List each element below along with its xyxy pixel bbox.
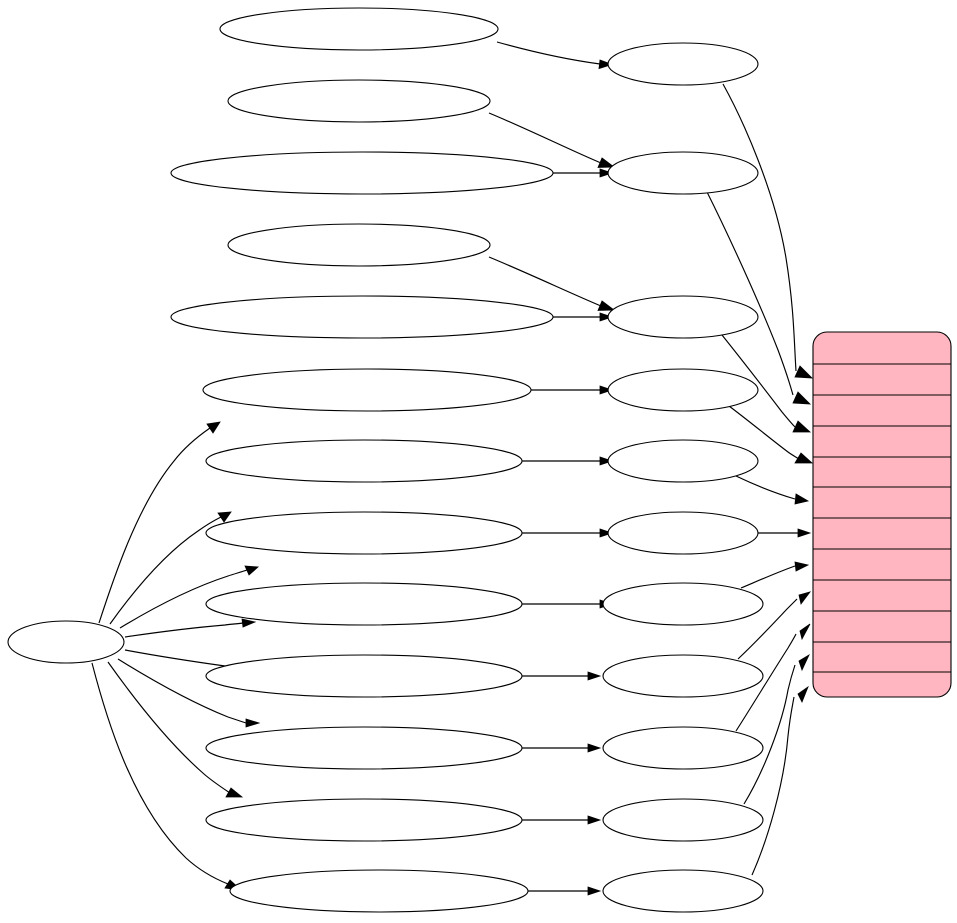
edge-polygon-to-z14 xyxy=(528,886,602,896)
node-osm_landcover_polygon_gen2[interactable] xyxy=(205,726,523,770)
edge-z0-to-row-z0z1 xyxy=(722,83,814,379)
node-osm_landcover_polygon_gen1[interactable] xyxy=(205,798,523,842)
edge-z11-to-row-z11 xyxy=(737,591,812,660)
edge-z9-to-row-z9 xyxy=(757,528,812,538)
edge-imposm3-to-gen6 xyxy=(109,511,232,625)
node-landcover_z0[interactable] xyxy=(607,42,759,86)
edge-ne10ant-to-z5 xyxy=(553,312,614,322)
edge-gen6-to-z8 xyxy=(522,456,614,466)
edge-ne50glac-to-z2 xyxy=(488,112,616,168)
node-ne_50m_antarctic_ice_shelves_polys[interactable] xyxy=(170,151,554,195)
edge-z14-to-row-z14plus xyxy=(751,685,809,876)
edge-z8-to-row-z8 xyxy=(735,475,810,505)
node-osm_landcover_polygon_gen4[interactable] xyxy=(205,582,523,626)
node-landcover_z7[interactable] xyxy=(607,368,759,412)
node-ne_50m_glaciated_areas[interactable] xyxy=(227,79,491,123)
edge-ne10glac-to-z5 xyxy=(488,256,616,311)
node-landcover_z8[interactable] xyxy=(607,439,759,483)
edge-z2-to-row-z2z4 xyxy=(706,191,812,405)
edge-ne50ant-to-z2 xyxy=(553,168,614,178)
edge-gen3-to-z11 xyxy=(522,671,602,681)
edge-gen4-to-z10 xyxy=(522,599,614,609)
edge-z5-to-row-z5z6 xyxy=(721,334,812,433)
node-landcover_z13[interactable] xyxy=(602,798,764,842)
edge-ne110-to-z0 xyxy=(496,41,614,70)
node-osm_landcover_polygon_gen6[interactable] xyxy=(205,439,523,483)
node-ne_10m_glaciated_areas[interactable] xyxy=(227,223,491,267)
edge-gen2-to-z12 xyxy=(522,743,602,753)
edge-z7-to-row-z7 xyxy=(728,405,814,464)
edge-imposm3-to-polygon xyxy=(91,662,243,891)
node-landcover_z9[interactable] xyxy=(607,511,759,555)
node-landcover_z5[interactable] xyxy=(607,295,759,339)
node-landcover_z2[interactable] xyxy=(607,151,759,195)
edge-imposm3-to-gen2 xyxy=(117,658,261,728)
node-ne_10m_antarctic_ice_shelves_polys[interactable] xyxy=(170,295,554,339)
node-ne_110m_glaciated_areas[interactable] xyxy=(219,7,499,51)
node-osm_landcover_polygon[interactable] xyxy=(229,869,529,913)
edge-gen1-to-z13 xyxy=(522,815,602,825)
edge-gen7-to-z7 xyxy=(531,385,614,395)
node-osm_landcover_polygon_gen7[interactable] xyxy=(202,368,532,412)
edge-z10-to-row-z10 xyxy=(740,561,810,589)
edge-imposm3-to-gen7 xyxy=(98,421,221,624)
edge-z13-to-row-z13 xyxy=(743,653,810,805)
node-landcover_z14[interactable] xyxy=(602,869,764,913)
node-imposm3[interactable] xyxy=(7,620,125,664)
edge-layer xyxy=(91,41,814,896)
node-osm_landcover_polygon_gen5[interactable] xyxy=(205,511,523,555)
node-landcover_z11[interactable] xyxy=(602,654,764,698)
edge-z12-to-row-z12 xyxy=(735,623,811,732)
edge-imposm3-to-gen4 xyxy=(124,618,257,638)
node-landcover_z10[interactable] xyxy=(602,582,764,626)
node-osm_landcover_polygon_gen3[interactable] xyxy=(205,654,523,698)
edge-gen5-to-z9 xyxy=(522,528,614,538)
edge-imposm3-to-gen1 xyxy=(107,661,244,798)
node-layer_landcover-record[interactable] xyxy=(812,331,952,698)
node-landcover_z12[interactable] xyxy=(602,726,764,770)
edge-imposm3-to-gen5 xyxy=(119,565,259,629)
